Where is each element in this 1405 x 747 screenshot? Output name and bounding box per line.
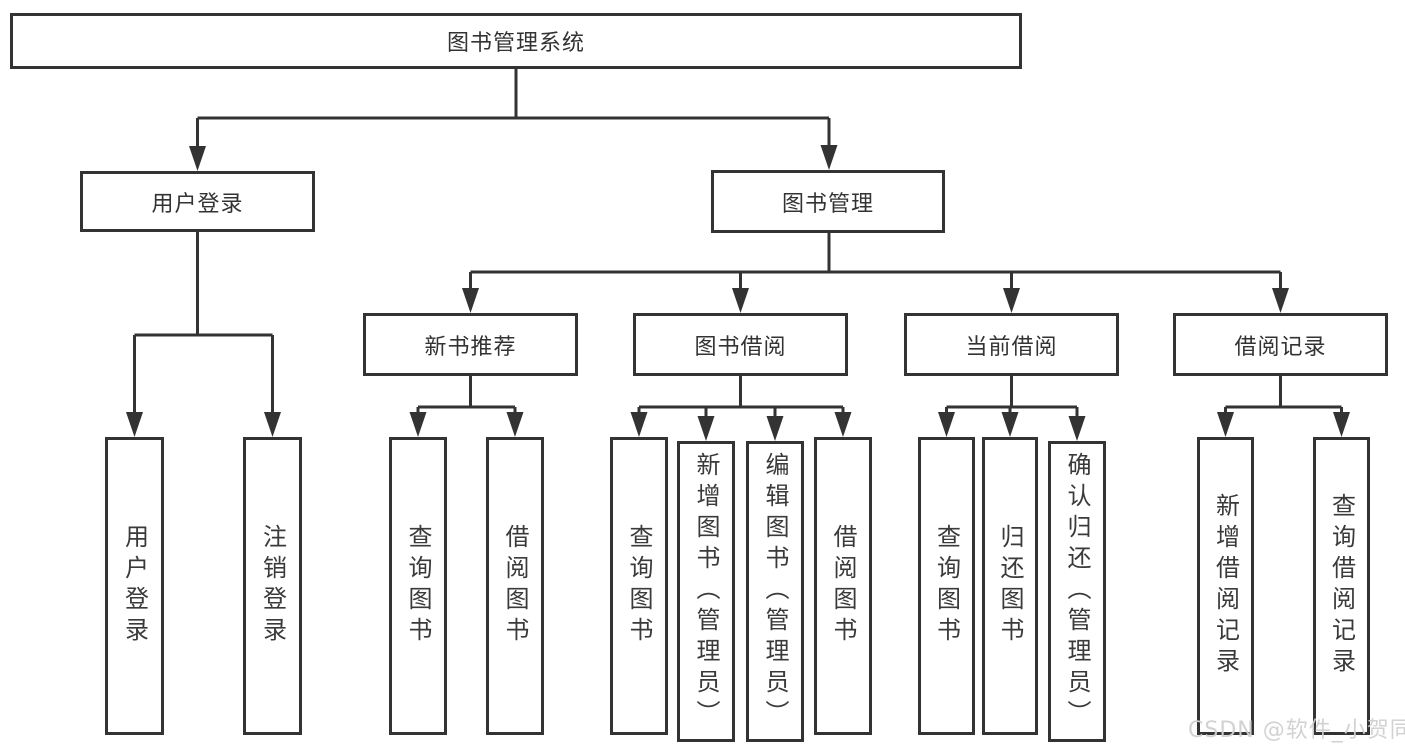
arrowhead (834, 412, 852, 437)
leaf-logout: 注销登录 (243, 437, 302, 735)
arrowhead (697, 416, 715, 441)
node-user-login: 用户登录 (80, 171, 315, 232)
leaf-rec-borrow-books: 借阅图书 (486, 437, 544, 735)
leaf-bb-add-books-label: 新增图书（管理员） (692, 452, 720, 731)
arrowhead (1001, 412, 1019, 437)
connector-root-to-level2 (196, 69, 831, 150)
arrowhead (766, 416, 784, 441)
leaf-br-add-record-label: 新增借阅记录 (1211, 493, 1240, 679)
leaf-cb-query-books: 查询图书 (918, 437, 975, 735)
arrowhead (938, 412, 955, 437)
connector-bookmgmt-to-level3 (469, 233, 1282, 292)
leaf-user-login-label: 用户登录 (120, 524, 149, 648)
arrowhead (1003, 288, 1020, 313)
arrowhead (630, 412, 648, 437)
connector-bookborrow-to-leaves (637, 376, 845, 420)
leaf-cb-confirm-return-label: 确认归还（管理员） (1063, 452, 1091, 731)
node-book-management: 图书管理 (711, 170, 945, 233)
leaf-logout-label: 注销登录 (258, 524, 287, 648)
arrowhead (1272, 288, 1289, 313)
leaf-rec-query-books: 查询图书 (389, 437, 447, 735)
leaf-br-add-record: 新增借阅记录 (1197, 437, 1254, 735)
node-root-label: 图书管理系统 (446, 31, 585, 56)
arrowhead (462, 288, 479, 313)
leaf-cb-confirm-return: 确认归还（管理员） (1048, 441, 1106, 742)
leaf-bb-add-books: 新增图书（管理员） (677, 441, 735, 742)
arrowhead (409, 412, 427, 437)
arrowhead (126, 412, 143, 437)
leaf-bb-borrow-books: 借阅图书 (814, 437, 872, 735)
node-borrow-records: 借阅记录 (1173, 313, 1388, 376)
node-new-book-recommend: 新书推荐 (363, 313, 578, 376)
leaf-bb-edit-books-label: 编辑图书（管理员） (761, 452, 789, 731)
arrowhead (506, 412, 524, 437)
leaf-bb-borrow-books-label: 借阅图书 (829, 524, 857, 648)
leaf-bb-edit-books: 编辑图书（管理员） (746, 441, 804, 742)
leaf-rec-query-books-label: 查询图书 (404, 524, 432, 648)
arrowheads (126, 145, 1350, 441)
leaf-rec-borrow-books-label: 借阅图书 (501, 524, 529, 648)
leaf-bb-query-books: 查询图书 (610, 437, 668, 735)
connector-newbookrec-to-leaves (416, 376, 517, 416)
leaf-user-login: 用户登录 (105, 437, 164, 735)
arrowhead (1068, 416, 1086, 441)
arrowhead (264, 412, 281, 437)
node-new-book-recommend-label: 新书推荐 (424, 334, 517, 360)
arrowhead (189, 146, 206, 171)
node-book-borrow-label: 图书借阅 (694, 334, 787, 360)
node-user-login-label: 用户登录 (151, 191, 244, 217)
arrowhead (1217, 412, 1234, 437)
leaf-cb-return-books-label: 归还图书 (996, 524, 1024, 648)
connector-currentborrow-to-leaves (945, 376, 1079, 420)
arrowhead (820, 145, 838, 170)
leaf-br-query-record: 查询借阅记录 (1313, 437, 1370, 735)
node-root: 图书管理系统 (10, 13, 1022, 69)
node-book-management-label: 图书管理 (781, 191, 874, 217)
node-book-borrow: 图书借阅 (633, 313, 848, 376)
leaf-br-query-record-label: 查询借阅记录 (1327, 493, 1356, 679)
node-current-borrow-label: 当前借阅 (965, 334, 1058, 360)
arrowhead (732, 288, 749, 313)
leaf-cb-return-books: 归还图书 (982, 437, 1038, 735)
node-borrow-records-label: 借阅记录 (1234, 334, 1327, 360)
connector-borrowrecords-to-leaves (1224, 376, 1343, 416)
connector-userlogin-to-leaves (133, 232, 274, 416)
leaf-cb-query-books-label: 查询图书 (932, 524, 961, 648)
arrowhead (1333, 412, 1350, 437)
csdn-watermark: CSDN @软件_小贺同学 (1188, 718, 1405, 743)
leaf-bb-query-books-label: 查询图书 (625, 524, 653, 648)
node-current-borrow: 当前借阅 (904, 313, 1119, 376)
